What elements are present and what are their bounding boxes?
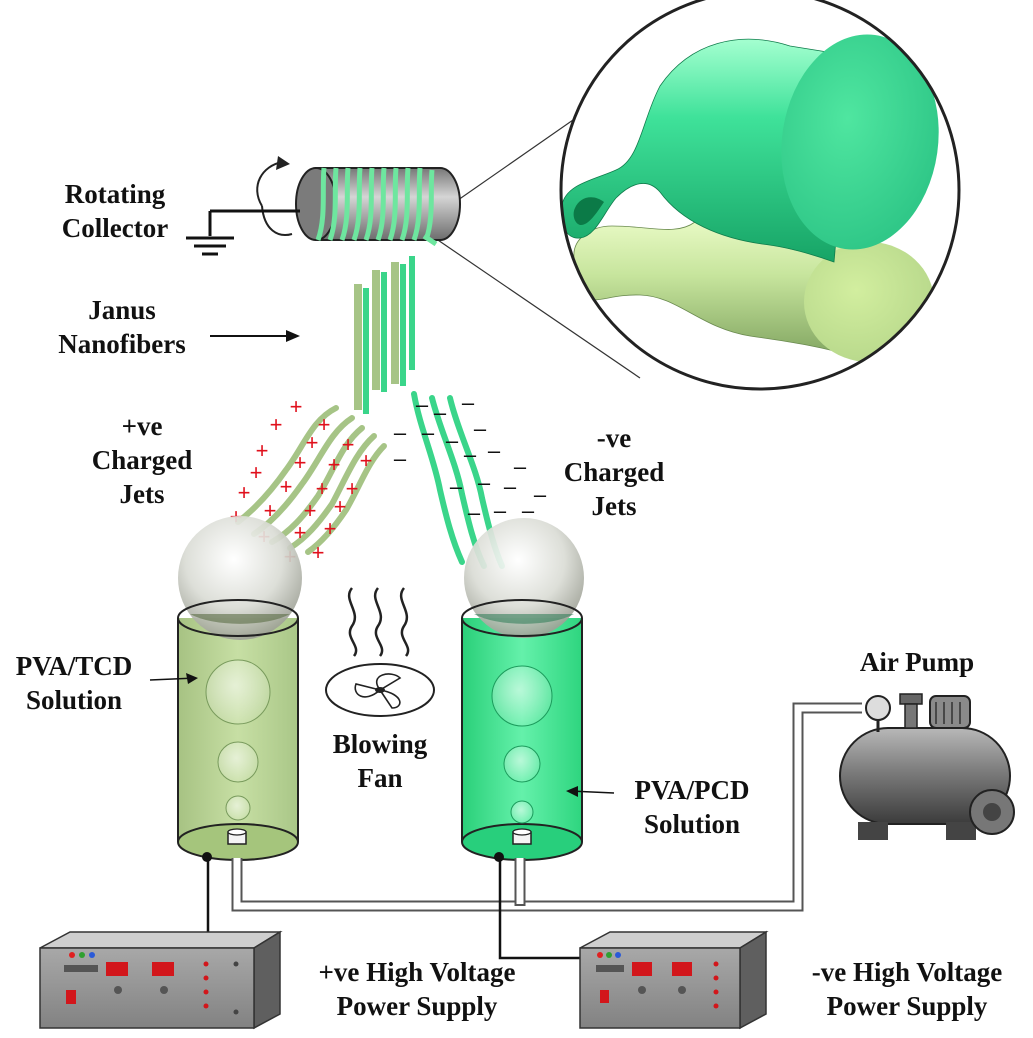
janus-label-line1: Janus [88,295,156,325]
blowing-fan-label: Blowing Fan [310,728,450,796]
fan-label-line2: Fan [357,762,403,793]
nanofibers-label-line2: Nanofibers [58,328,186,359]
plus-charge: + [280,474,293,499]
neg-supply-line1: -ve High Voltage [811,957,1003,987]
minus-charge: – [522,498,535,523]
neg-supply-label: -ve High Voltage Power Supply [782,956,1032,1024]
janus-arrow [210,330,300,342]
blowing-label-line1: Blowing [332,729,428,759]
plus-charge: + [342,432,355,457]
janus-fiber-bundle [354,256,415,414]
minus-charge: – [434,400,447,425]
air-pump-label: Air Pump [859,647,975,677]
plus-charge: + [328,452,341,477]
minus-charge: – [474,416,487,441]
neg-jets-line3: Jets [591,490,637,521]
air-pump-icon [839,693,1015,840]
pva-pcd-line1: PVA/PCD [634,775,750,805]
hv-wires [206,858,604,960]
minus-charge: – [462,390,475,415]
plus-charge: + [294,450,307,475]
neg-power-supply [579,930,769,1030]
minus-charge: – [488,438,501,463]
zoom-line-lower [431,235,641,379]
plus-charge: + [318,412,331,437]
pos-jets-label: +ve Charged Jets [72,410,212,511]
minus-charge: – [450,474,463,499]
plus-charge: + [316,476,329,501]
plus-charge: + [306,430,319,455]
plus-charge: + [290,394,303,419]
neg-jets-line1: -ve [596,423,632,453]
pva-pcd-label: PVA/PCD Solution [612,774,772,842]
pos-jets-line3: Jets [119,478,165,509]
janus-fiber-magnified [559,0,961,391]
pos-supply-label: +ve High Voltage Power Supply [282,956,552,1024]
neg-supply-line2: Power Supply [826,990,988,1021]
janus-nanofibers-label: Janus Nanofibers [42,294,202,362]
pva-tcd-line2: Solution [25,684,123,715]
zoom-circle [559,0,961,391]
ground-symbol [186,209,300,256]
rotating-label-line1: Rotating [64,179,166,209]
plus-charge: + [250,460,263,485]
pos-jets-line1: +ve [121,411,163,441]
minus-charge: – [494,498,507,523]
zoom-line-upper [447,103,597,208]
plus-charge: + [346,476,359,501]
plus-charge: + [304,498,317,523]
pva-tcd-line1: PVA/TCD [15,651,133,681]
minus-charge: – [464,442,477,467]
pos-supply-line2: Power Supply [336,990,498,1021]
minus-charge: – [394,420,407,445]
pos-jets-line2: Charged [91,444,193,475]
rotating-collector-label: Rotating Collector [40,178,190,246]
minus-charge: – [514,454,527,479]
minus-charge: – [416,392,429,417]
plus-charge: + [312,540,325,565]
minus-charge: – [534,482,547,507]
pva-pcd-line2: Solution [643,808,741,839]
pcd-column [461,518,584,861]
minus-charge: – [422,420,435,445]
minus-charge: – [446,428,459,453]
negative-charges: –––––––––––––––––– [394,390,547,525]
minus-charge: – [504,474,517,499]
plus-charge: + [294,520,307,545]
plus-charge: + [334,494,347,519]
pva-tcd-label: PVA/TCD Solution [0,650,148,718]
pos-power-supply [39,930,283,1030]
fan-icon [325,587,435,717]
plus-charge: + [360,448,373,473]
minus-charge: – [468,500,481,525]
air-tube [231,702,862,912]
minus-charge: – [478,470,491,495]
plus-charge: + [264,498,277,523]
plus-charge: + [324,516,337,541]
plus-charge: + [238,480,251,505]
positive-jets [235,405,387,555]
pos-supply-line1: +ve High Voltage [318,957,516,987]
neg-jets-line2: Charged [563,456,665,487]
rotating-collector-drum [256,156,461,247]
neg-jets-label: -ve Charged Jets [544,422,684,523]
collector-label-line2: Collector [61,212,169,243]
plus-charge: + [256,438,269,463]
tcd-column [177,516,302,861]
minus-charge: – [394,446,407,471]
plus-charge: + [270,412,283,437]
